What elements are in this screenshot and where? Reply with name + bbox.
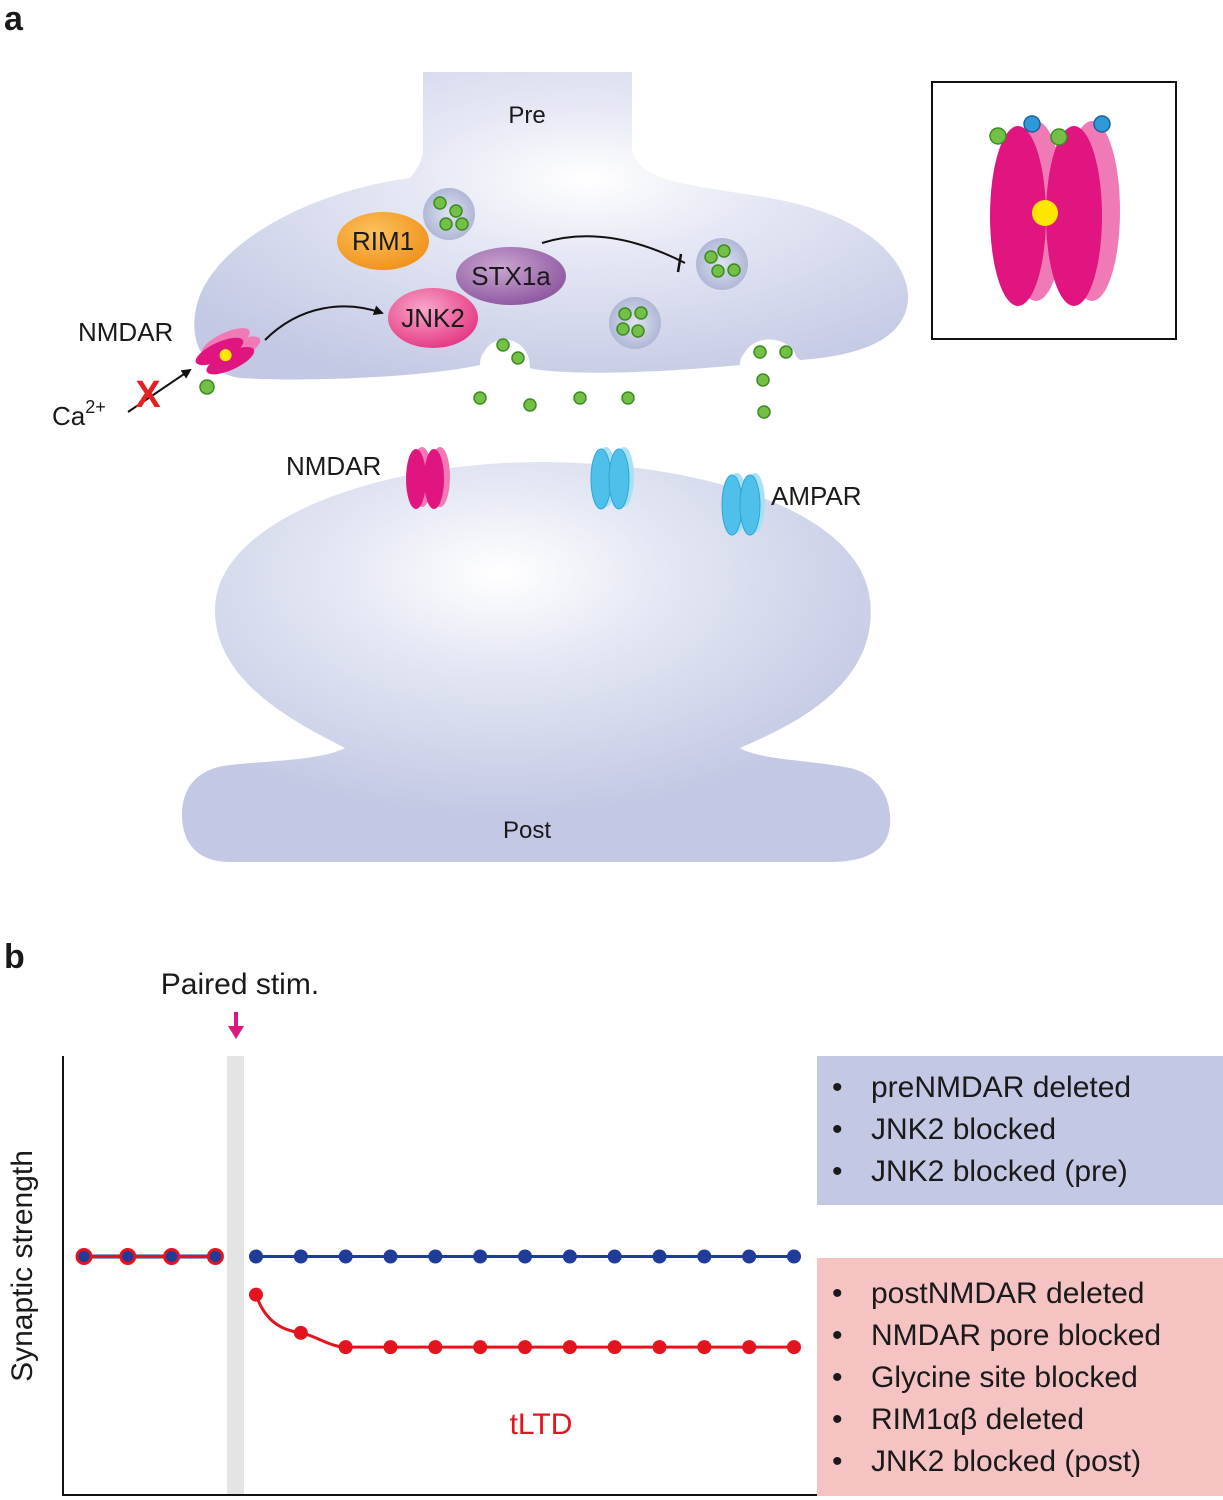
legend-red-bullet: • bbox=[832, 1445, 843, 1478]
post-label: Post bbox=[503, 817, 551, 844]
legend-red-box bbox=[817, 1258, 1223, 1496]
red-series-point bbox=[607, 1340, 622, 1355]
red-series-point bbox=[518, 1340, 532, 1355]
panel-a-label: a bbox=[4, 0, 24, 38]
presynaptic-nmdar-label: NMDAR bbox=[78, 317, 173, 347]
red-series-point bbox=[562, 1340, 577, 1355]
legend-red-bullet: • bbox=[832, 1319, 843, 1352]
red-series-point bbox=[75, 1248, 93, 1265]
blue-series-point bbox=[607, 1249, 622, 1264]
red-series-point bbox=[742, 1340, 757, 1355]
red-series-point bbox=[163, 1248, 181, 1265]
red-series-point bbox=[787, 1340, 801, 1355]
calcium-label: Ca2+ bbox=[52, 397, 106, 431]
postsynaptic-nmdar bbox=[406, 447, 450, 509]
blue-series-point bbox=[249, 1249, 263, 1264]
legend-red-bullet: • bbox=[832, 1403, 843, 1436]
blue-series-point bbox=[428, 1249, 443, 1264]
stim-label: Paired stim. bbox=[161, 968, 319, 1001]
legend-red-item: Glycine site blocked bbox=[871, 1361, 1138, 1394]
postsynaptic-spine bbox=[182, 462, 891, 862]
blue-series-point bbox=[383, 1249, 398, 1264]
legend-red-list: • postNMDAR deleted • NMDAR pore blocked • Gl… bbox=[832, 1277, 1161, 1478]
blue-series-point bbox=[697, 1249, 712, 1264]
blue-series-point bbox=[787, 1249, 801, 1264]
legend-blue-list: • preNMDAR deleted • JNK2 blocked • JNK2 bloc… bbox=[832, 1071, 1131, 1188]
pre-label: Pre bbox=[508, 102, 545, 129]
red-series-point bbox=[473, 1340, 488, 1355]
ampar-receptor bbox=[721, 473, 765, 536]
presynaptic-terminal bbox=[194, 72, 909, 380]
legend-blue-item: JNK2 blocked bbox=[871, 1113, 1056, 1146]
stim-arrow-icon bbox=[228, 1012, 244, 1039]
nmdar-inset-receptor bbox=[990, 121, 1120, 306]
vesicle bbox=[609, 297, 661, 349]
svg-text:JNK2: JNK2 bbox=[401, 303, 465, 333]
series-layer bbox=[75, 1248, 801, 1355]
stx1a-protein: STX1a bbox=[456, 247, 566, 305]
legend-red-item: RIM1αβ deleted bbox=[871, 1403, 1084, 1436]
vesicle bbox=[696, 238, 748, 290]
red-series-point bbox=[652, 1340, 667, 1355]
red-series-point bbox=[206, 1248, 224, 1265]
vesicle bbox=[423, 188, 475, 240]
svg-text:RIM1: RIM1 bbox=[352, 226, 414, 256]
legend-red-item: postNMDAR deleted bbox=[871, 1277, 1144, 1310]
ampar-receptor bbox=[590, 447, 634, 510]
legend-blue-bullet: • bbox=[832, 1155, 843, 1188]
legend-red-item: NMDAR pore blocked bbox=[871, 1319, 1161, 1352]
blue-series-point bbox=[518, 1249, 532, 1264]
inhibition-bar bbox=[676, 253, 683, 273]
glycine-molecule bbox=[199, 379, 215, 395]
block-mark: X bbox=[135, 374, 161, 416]
stimulation-band bbox=[227, 1056, 244, 1494]
glutamate-molecules bbox=[473, 373, 771, 419]
rim1-protein: RIM1 bbox=[337, 212, 429, 270]
legend-blue-item: preNMDAR deleted bbox=[871, 1071, 1131, 1104]
blue-series-point bbox=[293, 1249, 308, 1264]
activation-arrow bbox=[264, 305, 384, 341]
blue-series-point bbox=[742, 1249, 757, 1264]
svg-text:STX1a: STX1a bbox=[471, 261, 551, 291]
blue-series-point bbox=[338, 1249, 353, 1264]
red-series-point bbox=[119, 1248, 137, 1265]
ampar-label: AMPAR bbox=[771, 481, 862, 511]
y-axis-label: Synaptic strength bbox=[6, 1150, 39, 1382]
postsynaptic-nmdar-label: NMDAR bbox=[286, 451, 381, 481]
blue-series-point bbox=[473, 1249, 488, 1264]
presynaptic-nmdar bbox=[195, 328, 261, 375]
tltd-label: tLTD bbox=[510, 1408, 573, 1441]
red-series-point bbox=[428, 1340, 443, 1355]
calcium-arrow bbox=[127, 368, 192, 413]
legend-blue-bullet: • bbox=[832, 1071, 843, 1104]
legend-blue-box bbox=[817, 1056, 1223, 1205]
panel-b-label: b bbox=[4, 938, 25, 976]
legend-red-bullet: • bbox=[832, 1277, 843, 1310]
red-series-point bbox=[249, 1287, 263, 1302]
jnk2-protein: JNK2 bbox=[388, 288, 478, 348]
blue-series-point bbox=[652, 1249, 667, 1264]
inset-glycine-sites bbox=[989, 127, 1068, 146]
legend-red-bullet: • bbox=[832, 1361, 843, 1394]
inset-glutamate-sites bbox=[1023, 115, 1111, 133]
red-series-point bbox=[293, 1325, 308, 1340]
legend-red-item: JNK2 blocked (post) bbox=[871, 1445, 1141, 1478]
red-series-point bbox=[383, 1340, 398, 1355]
red-series-post-line bbox=[254, 1294, 794, 1349]
blue-series-point bbox=[562, 1249, 577, 1264]
exocytosis-pocket bbox=[741, 339, 799, 368]
inhibition-arrow bbox=[541, 235, 686, 264]
red-series-point bbox=[697, 1340, 712, 1355]
red-series-point bbox=[338, 1340, 353, 1355]
exocytosis-pocket bbox=[481, 338, 530, 368]
legend-blue-item: JNK2 blocked (pre) bbox=[871, 1155, 1128, 1188]
legend-blue-bullet: • bbox=[832, 1113, 843, 1146]
